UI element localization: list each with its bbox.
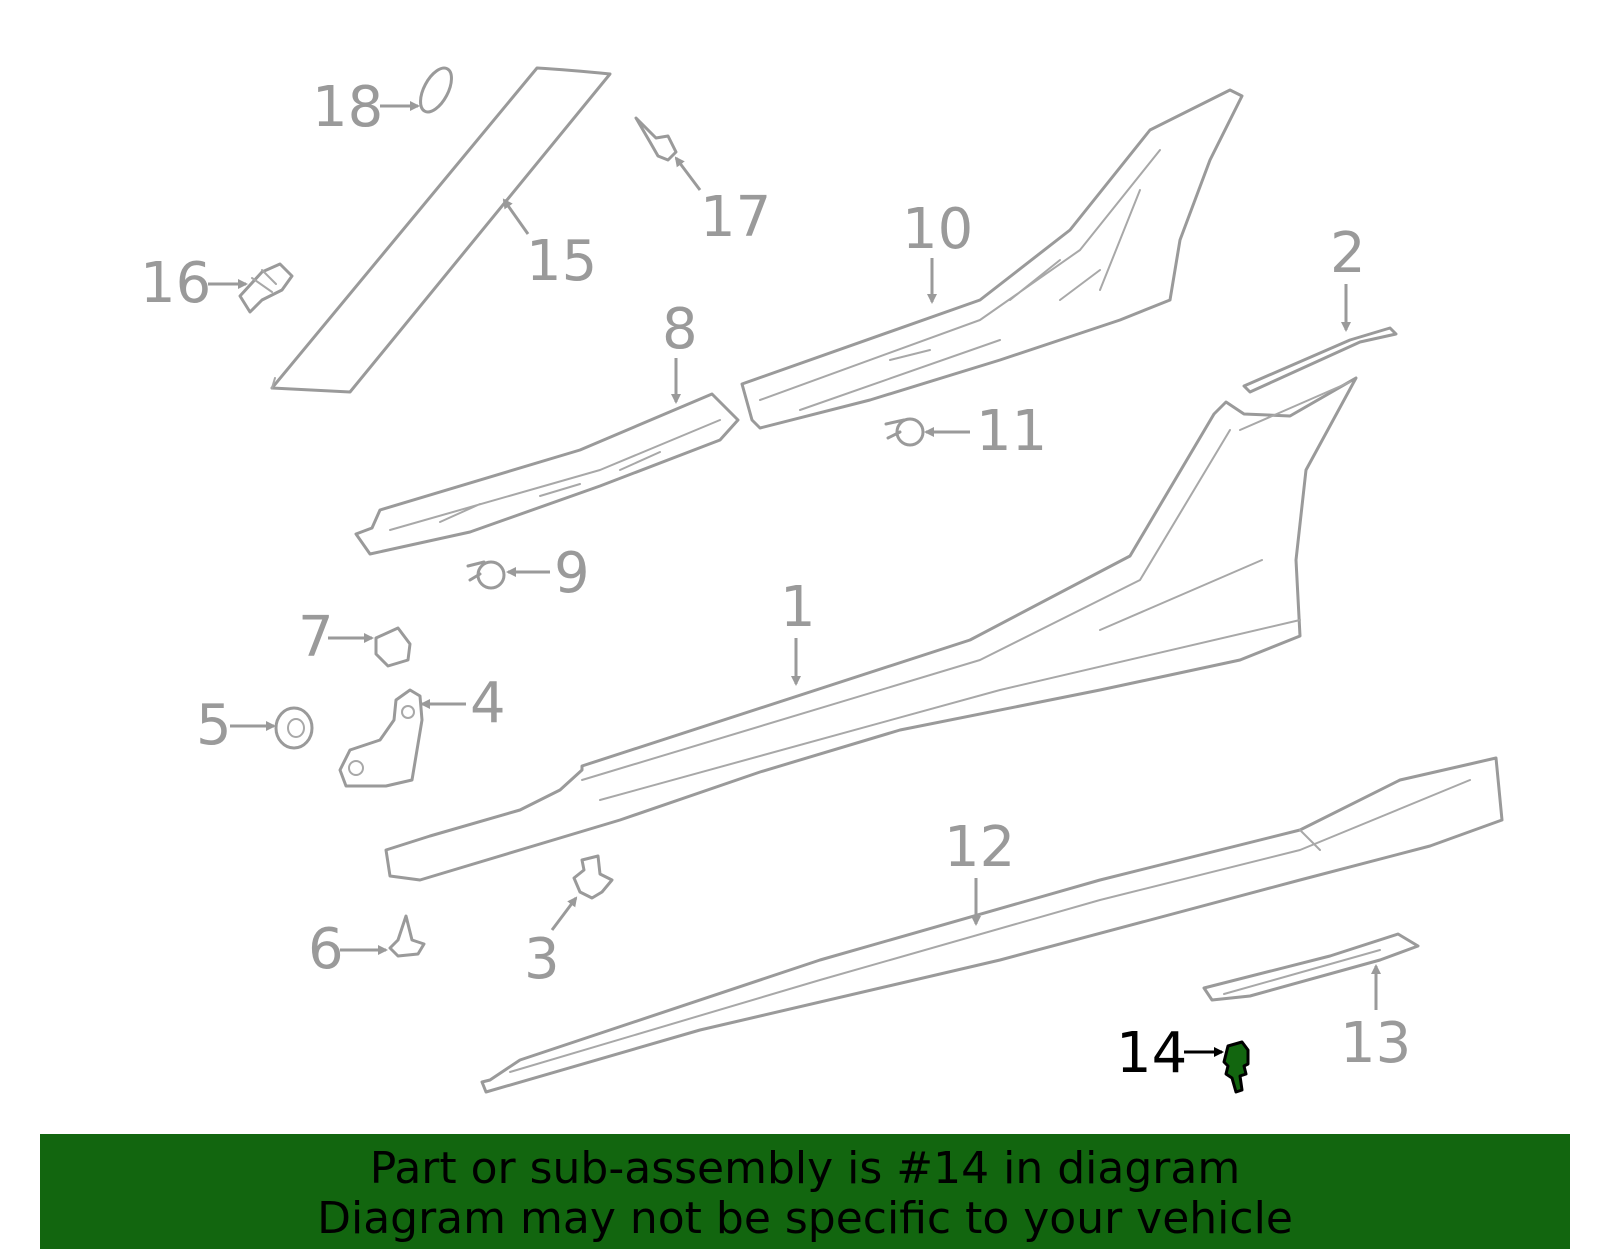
part-12-side-skirt[interactable] [480,756,1504,1094]
part-13-molding[interactable] [1202,932,1420,1002]
part-2-strip[interactable] [1242,326,1398,394]
callout-11: 11 [976,399,1047,464]
part-6-clip[interactable] [388,914,426,958]
part-1-rocker-panel[interactable] [384,376,1358,882]
callout-8: 8 [662,297,698,362]
part-3-clip[interactable] [572,854,614,900]
info-banner: Part or sub-assembly is #14 in diagram D… [40,1134,1570,1249]
banner-line-1: Part or sub-assembly is #14 in diagram [369,1143,1241,1194]
callout-16: 16 [140,251,211,316]
callout-6: 6 [308,917,344,982]
callout-2: 2 [1330,221,1366,286]
part-15-pillar-garnish[interactable] [270,66,612,394]
part-14-fastener[interactable] [1222,1040,1250,1094]
callout-12: 12 [944,815,1015,880]
callout-7: 7 [298,605,334,670]
callout-3: 3 [524,927,560,992]
part-9-clip[interactable] [466,560,506,590]
callout-15: 15 [526,229,597,294]
part-5-grommet[interactable] [274,706,314,750]
part-11-clip[interactable] [884,417,925,447]
callout-9: 9 [554,541,590,606]
part-18-seal[interactable] [414,63,458,117]
callout-13: 13 [1340,1011,1411,1076]
part-4-bracket[interactable] [338,688,424,788]
callout-1: 1 [780,575,816,640]
callout-5: 5 [196,693,232,758]
part-8-reinforcement[interactable] [354,392,740,556]
callout-14: 14 [1116,1021,1187,1086]
callout-18: 18 [312,75,383,140]
callout-labels: 18 17 15 16 10 2 8 11 9 1 7 4 5 3 6 12 1… [140,75,1411,1086]
leader-arrows [208,101,1381,1057]
part-7-nut[interactable] [374,626,412,668]
callout-10: 10 [902,197,973,262]
part-10-reinforcement[interactable] [740,88,1244,430]
parts-diagram: 18 17 15 16 10 2 8 11 9 1 7 4 5 3 6 12 1… [140,63,1504,1094]
banner-line-2: Diagram may not be specific to your vehi… [317,1193,1293,1244]
callout-4: 4 [470,671,506,736]
part-17-clip[interactable] [634,116,678,162]
callout-17: 17 [700,185,771,250]
part-16-clip[interactable] [238,262,294,314]
